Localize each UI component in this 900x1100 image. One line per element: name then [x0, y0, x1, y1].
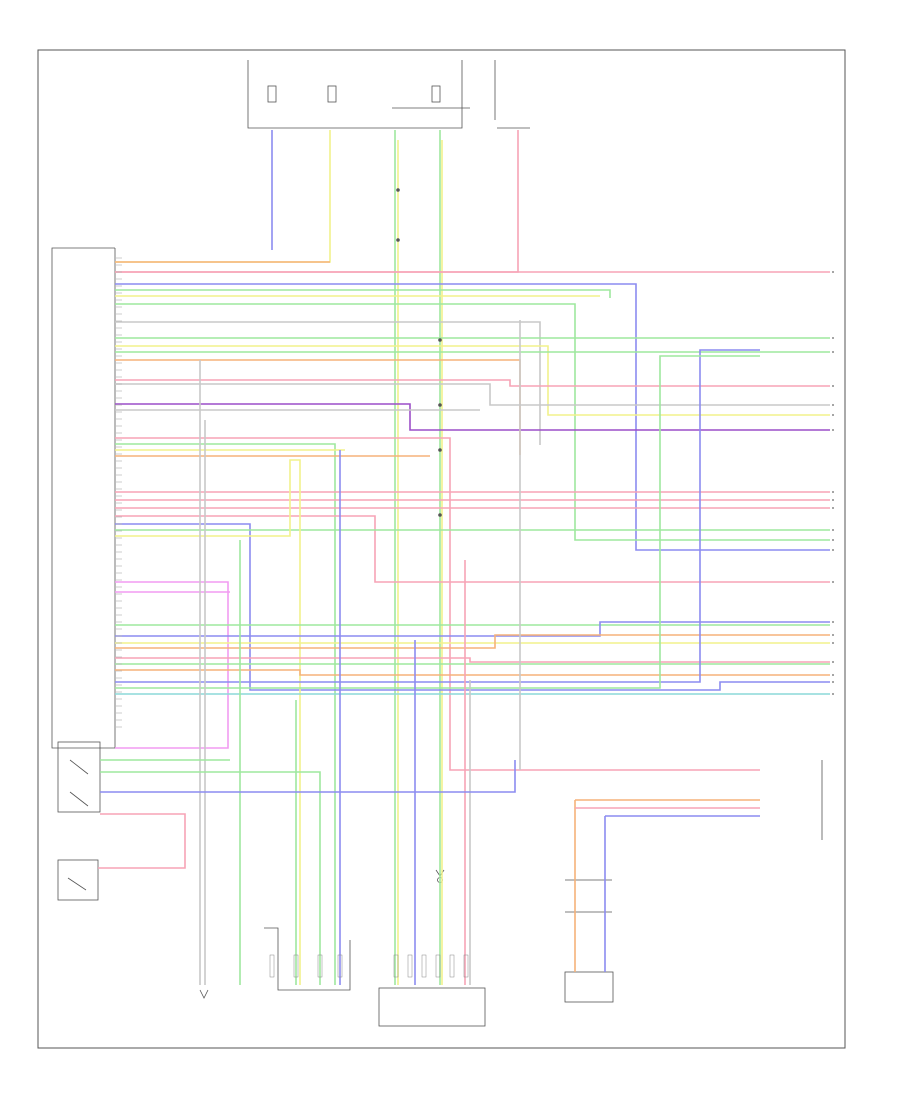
diagram-frame	[37, 49, 846, 1049]
terminal-point	[832, 529, 834, 531]
wire-blue	[115, 523, 830, 691]
terminal-point	[832, 499, 834, 501]
terminal-point	[832, 351, 834, 353]
wire-red	[115, 515, 830, 583]
wire-orange	[115, 634, 830, 649]
wire-red	[115, 379, 830, 387]
wire-orange	[115, 359, 521, 455]
wire-red	[115, 437, 760, 771]
terminal-point	[832, 429, 834, 431]
wire-gray	[115, 321, 541, 445]
terminal-point	[832, 634, 834, 636]
splice-point	[396, 238, 400, 242]
wire-blue	[100, 760, 516, 793]
terminal-point	[832, 621, 834, 623]
terminal-point	[832, 581, 834, 583]
terminal-point	[832, 661, 834, 663]
connector-pin	[293, 954, 299, 978]
wire-green	[100, 771, 321, 985]
terminal-point	[832, 404, 834, 406]
wire-blue	[115, 283, 830, 551]
wire-purple	[115, 403, 830, 431]
fuse-relay-box	[247, 60, 530, 129]
wire-green	[115, 355, 760, 689]
wire-yellow	[115, 459, 301, 985]
connector-pin	[393, 954, 399, 978]
connector-pin	[463, 954, 469, 978]
splice-point	[438, 403, 442, 407]
terminal-point	[832, 414, 834, 416]
control-module-outline	[51, 247, 116, 749]
connector-pin	[435, 954, 441, 978]
ac-relay-box	[57, 741, 101, 901]
terminal-point	[832, 693, 834, 695]
terminal-point	[832, 385, 834, 387]
module-pin-marks	[116, 257, 122, 728]
wire-blue	[115, 349, 760, 683]
wire-blue	[115, 621, 830, 637]
terminal-point	[832, 491, 834, 493]
wire-magenta	[115, 581, 229, 749]
terminal-point	[832, 642, 834, 644]
connector-pin	[449, 954, 455, 978]
splice-point	[438, 513, 442, 517]
terminal-point	[832, 681, 834, 683]
right-terminals	[269, 188, 834, 978]
connector-pin	[317, 954, 323, 978]
terminal-point	[832, 271, 834, 273]
wire-green	[115, 303, 830, 541]
wire-orange	[115, 669, 830, 676]
connector-pin	[407, 954, 413, 978]
terminal-point	[832, 539, 834, 541]
wire-green	[115, 289, 611, 298]
splice-point	[438, 448, 442, 452]
wire-blue	[604, 815, 760, 972]
wire-yellow	[115, 130, 331, 263]
wire-yellow	[115, 345, 830, 416]
wire-red	[115, 657, 830, 663]
terminal-point	[832, 549, 834, 551]
terminal-point	[832, 337, 834, 339]
wire-orange	[574, 799, 760, 972]
wire-gray	[115, 383, 830, 406]
splice-point	[396, 188, 400, 192]
splice-point	[438, 338, 442, 342]
wire-harness	[98, 130, 830, 985]
connector-pin	[337, 954, 343, 978]
connector-pin	[269, 954, 275, 978]
wire-red	[115, 130, 519, 273]
wire-green	[115, 443, 336, 985]
connector-pin	[421, 954, 427, 978]
terminal-point	[832, 507, 834, 509]
wire-red	[98, 813, 186, 869]
terminal-point	[832, 674, 834, 676]
